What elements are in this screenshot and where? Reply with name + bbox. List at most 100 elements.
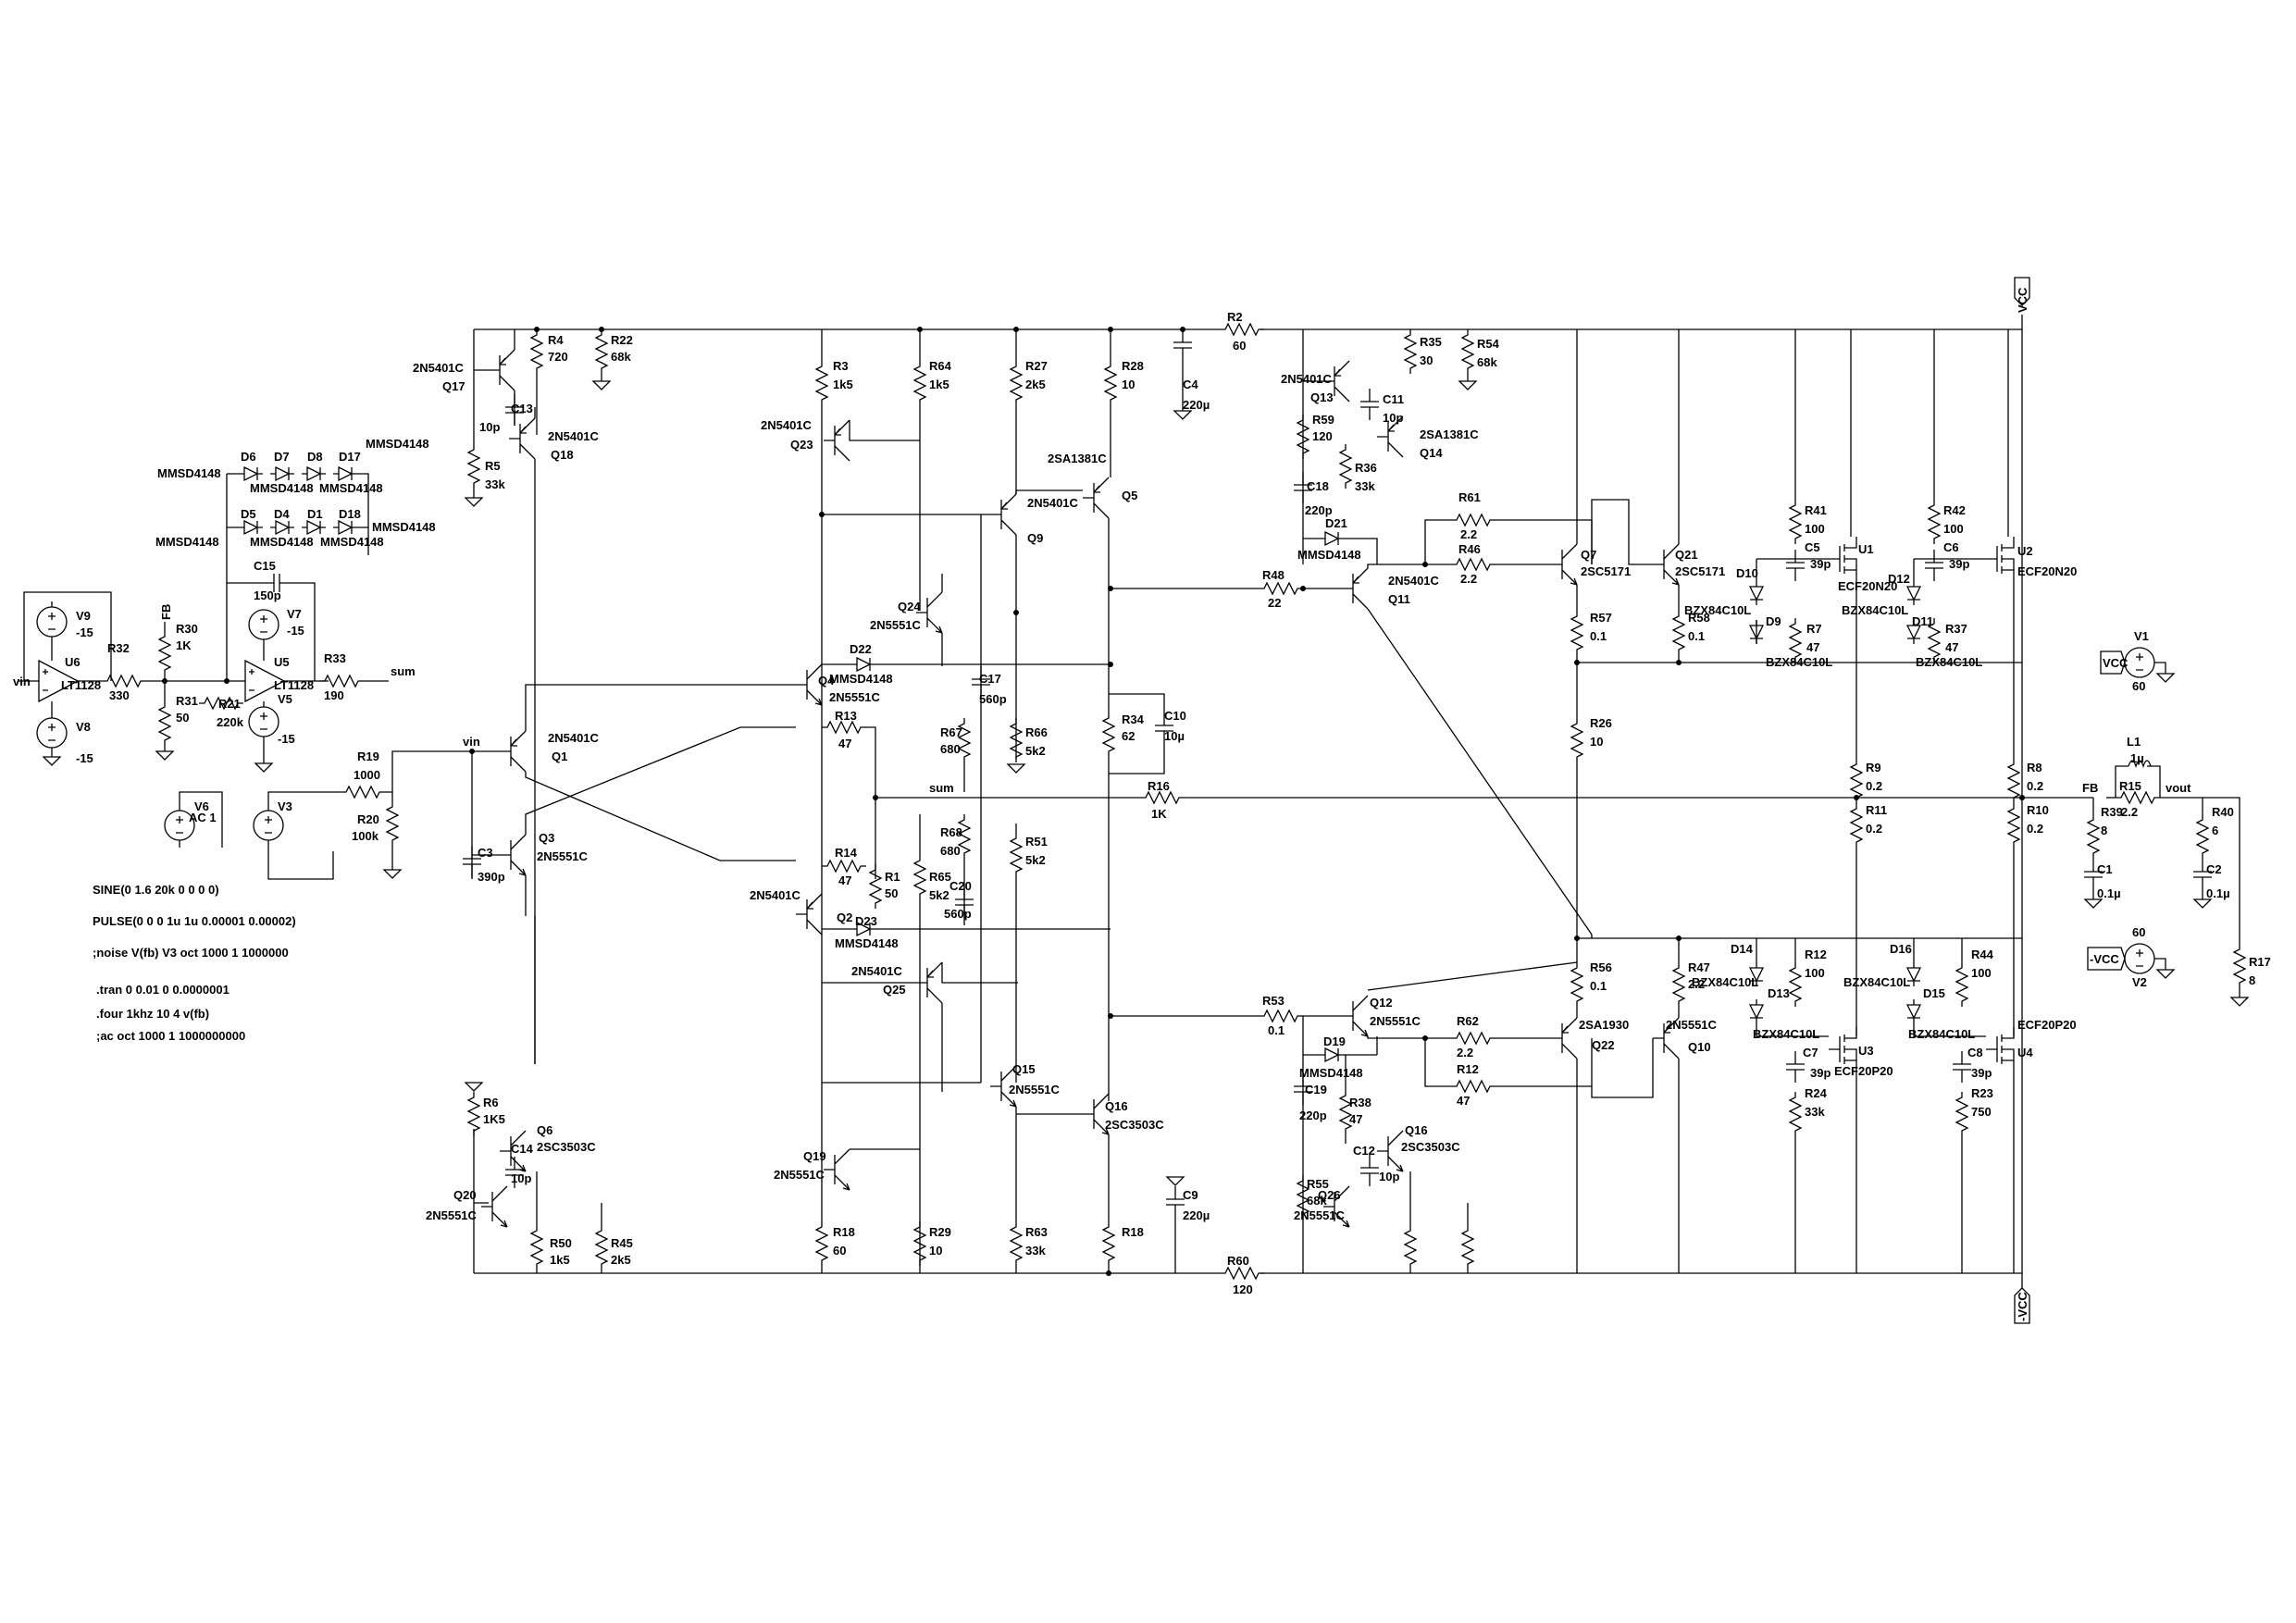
r7-name: R7 xyxy=(1806,622,1822,636)
r66-name: R66 xyxy=(1025,725,1048,739)
r65-value: 5k2 xyxy=(929,888,949,902)
d6-value: MMSD4148 xyxy=(157,466,221,480)
q22-value: 2N5551C xyxy=(1666,1018,1718,1032)
q18-name: Q18 xyxy=(551,448,574,462)
q25-name: Q25 xyxy=(883,983,906,997)
r38-name: R44 xyxy=(1971,948,1994,961)
v2-name: V2 xyxy=(2132,975,2147,989)
r33-name: R33 xyxy=(324,651,346,665)
directive-tran: .tran 0 0.01 0 0.0000001 xyxy=(96,983,230,997)
r12-value: 100 xyxy=(1805,966,1825,980)
d14-name: D14 xyxy=(1731,942,1754,956)
r45-name: R63 xyxy=(1025,1225,1048,1239)
v8-name: V8 xyxy=(76,720,91,734)
r10-name: R10 xyxy=(2027,803,2049,817)
r50-name: R29 xyxy=(929,1225,951,1239)
c4-value: 220µ xyxy=(1183,398,1210,412)
q5-value: 2SA1381C xyxy=(1048,452,1107,465)
r12-label: R12 xyxy=(1805,948,1827,961)
q9-value: 2N5401C xyxy=(1027,496,1079,510)
r13-name: R13 xyxy=(835,709,857,723)
v1-name: V1 xyxy=(2134,629,2149,643)
d7-value: MMSD4148 xyxy=(250,481,314,495)
c6-value: 39p xyxy=(1949,557,1969,571)
v2-net: -VCC xyxy=(2090,952,2119,966)
r51-name: R51 xyxy=(1025,835,1048,849)
d5-value: MMSD4148 xyxy=(155,535,219,549)
c14-value: 10p xyxy=(511,1171,531,1185)
d1-name: D1 xyxy=(307,507,323,521)
r15-value: 2.2 xyxy=(2121,805,2138,819)
r4-value: 720 xyxy=(548,350,568,364)
r47-name: R62 xyxy=(1457,1014,1479,1028)
d15-name: D15 xyxy=(1923,986,1945,1000)
d11-name: D11 xyxy=(1912,614,1933,628)
d21-name: D21 xyxy=(1325,516,1347,530)
r20-name: R20 xyxy=(357,812,379,826)
d4-name: D4 xyxy=(274,507,290,521)
q26-name: Q19 xyxy=(803,1149,826,1163)
q18-value: 2N5401C xyxy=(548,429,600,443)
r2-value: 10 xyxy=(1122,378,1135,391)
c15-name: C15 xyxy=(254,559,276,573)
r6-value: 60 xyxy=(833,1244,846,1258)
r61-value: 2.2 xyxy=(1460,527,1477,541)
d16-value: BZX84C10L xyxy=(1843,975,1910,989)
u4-name: U4 xyxy=(2017,1046,2033,1059)
q21-name: Q21 xyxy=(1675,548,1698,562)
q20-value: 2SC3503C xyxy=(537,1140,596,1154)
r32-value: 330 xyxy=(109,688,130,702)
r68-name: R68 xyxy=(940,825,962,839)
q16-value: 2SC3503C xyxy=(1401,1140,1460,1154)
c9-value: 220µ xyxy=(1183,1208,1210,1222)
u3-name: U3 xyxy=(1858,1044,1874,1058)
q9-name: Q9 xyxy=(1027,531,1043,545)
v7-value: -15 xyxy=(287,624,304,638)
c7-value: 39p xyxy=(1810,1066,1831,1080)
r34-name: R34 xyxy=(1122,712,1145,726)
r25-name: R45 xyxy=(611,1236,633,1250)
r38-value: 100 xyxy=(1971,966,1992,980)
q3-name: Q3 xyxy=(539,831,554,845)
u6-value: LT1128 xyxy=(61,678,101,692)
r44-value: 750 xyxy=(1971,1105,1992,1119)
c1-value: 0.1µ xyxy=(2097,886,2121,900)
d11-value: BZX84C10L xyxy=(1916,655,1982,669)
r39-name: R39 xyxy=(2101,805,2123,819)
v1-value: 60 xyxy=(2132,679,2145,693)
c3-name: C3 xyxy=(478,846,493,860)
r60-name: R55 xyxy=(1307,1177,1329,1191)
d9-value: BZX84C10L xyxy=(1766,655,1832,669)
u5-value: LT1128 xyxy=(274,678,314,692)
l1-name: L1 xyxy=(2127,735,2141,749)
r10-value: 0.2 xyxy=(2027,822,2043,836)
c13-value: 10p xyxy=(479,420,500,434)
r45-value: 33k xyxy=(1025,1244,1046,1258)
r48-value: 22 xyxy=(1268,596,1281,610)
c18-name: C18 xyxy=(1307,479,1329,493)
r17-name: R17 xyxy=(2249,955,2271,969)
r41-name: R41 xyxy=(1805,503,1827,517)
q11-name: Q11 xyxy=(1388,592,1410,606)
c8-value: 39p xyxy=(1971,1066,1992,1080)
q15-value: 2N5551C xyxy=(1294,1208,1346,1222)
c10-value: 10µ xyxy=(1164,729,1185,743)
r64-name: R64 xyxy=(929,359,952,373)
r58-name: R58 xyxy=(1688,611,1710,625)
q15-name: Q26 xyxy=(1318,1188,1341,1202)
c13-name: C13 xyxy=(511,402,533,415)
r36-name: R36 xyxy=(1355,461,1377,475)
u2-value: ECF20N20 xyxy=(2017,564,2077,578)
v9-value: -15 xyxy=(76,626,93,639)
r59-name: R59 xyxy=(1312,413,1334,427)
d18-value: MMSD4148 xyxy=(372,520,436,534)
r36-value: 33k xyxy=(1355,479,1375,493)
q23-value: 2N5401C xyxy=(761,418,813,432)
r29-value: 120 xyxy=(1233,1282,1253,1296)
c11-name: C11 xyxy=(1383,392,1404,406)
r16-name: R16 xyxy=(1148,779,1170,793)
r34-value: 62 xyxy=(1122,729,1135,743)
u1-name: U1 xyxy=(1858,542,1874,556)
r30-name: R30 xyxy=(176,622,198,636)
u1-value: ECF20N20 xyxy=(1838,579,1897,593)
